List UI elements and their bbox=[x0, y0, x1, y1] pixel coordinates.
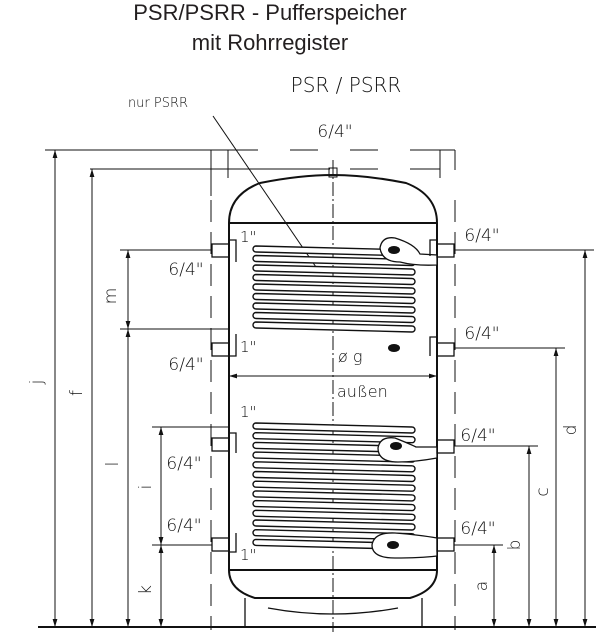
left-nozzles bbox=[211, 243, 230, 552]
dimension-j-label: j bbox=[27, 380, 47, 386]
coil-connection-label: 1" bbox=[240, 546, 256, 564]
coil-loop bbox=[252, 422, 416, 434]
dimension-k-label: k bbox=[136, 585, 156, 595]
title-line-1: PSR/PSRR - Pufferspeicher bbox=[133, 0, 407, 25]
coil-loop bbox=[252, 283, 416, 295]
coil-loop bbox=[252, 509, 416, 522]
dimension-c-label: c bbox=[533, 487, 553, 496]
right-connection-label: 6/4" bbox=[460, 426, 495, 446]
dimension-a-label: a bbox=[472, 581, 492, 591]
dimension-i-label: i bbox=[136, 485, 156, 490]
top-reference-lines bbox=[45, 149, 456, 196]
dimension-d-label: d bbox=[561, 425, 581, 436]
drawing-subtitle: PSR / PSRR bbox=[291, 73, 402, 97]
insulation-outline bbox=[210, 200, 456, 630]
note-leader-line bbox=[212, 115, 319, 271]
top-connection-label: 6/4" bbox=[317, 122, 352, 142]
note-nur-psrr: nur PSRR bbox=[128, 96, 188, 111]
coil-loop bbox=[252, 264, 416, 276]
coil-connection-label: 1" bbox=[240, 338, 256, 356]
coil-loop bbox=[252, 273, 416, 286]
right-dimensions bbox=[454, 249, 594, 627]
right-nozzles bbox=[436, 243, 455, 552]
right-connection-label: 6/4" bbox=[464, 324, 499, 344]
dimension-f-label: f bbox=[67, 390, 87, 396]
flange-lower-bottom bbox=[371, 532, 438, 559]
diameter-label: ø g bbox=[338, 347, 362, 366]
lower-heat-exchanger-coil bbox=[252, 422, 416, 551]
coil-loop bbox=[252, 499, 416, 512]
coil-connection-label: 1" bbox=[240, 228, 256, 246]
upper-heat-exchanger-coil bbox=[252, 245, 416, 333]
right-connection-label: 6/4" bbox=[464, 226, 499, 246]
coil-loop bbox=[252, 480, 416, 492]
right-connection-label: 6/4" bbox=[460, 519, 495, 539]
coil-loop bbox=[252, 490, 416, 502]
coil-loop bbox=[252, 470, 416, 483]
left-connection-label: 6/4" bbox=[168, 355, 203, 375]
coil-loop bbox=[252, 292, 416, 305]
dimension-b-label: b bbox=[505, 540, 525, 551]
dimension-l-label: l bbox=[103, 462, 123, 467]
coil-loop bbox=[252, 302, 416, 314]
diameter-note: außen bbox=[337, 382, 388, 401]
left-dimensions bbox=[52, 150, 229, 627]
coil-loop bbox=[252, 311, 416, 324]
tank-body bbox=[228, 173, 438, 599]
title-line-2: mit Rohrregister bbox=[191, 30, 349, 55]
left-connection-label: 6/4" bbox=[166, 516, 201, 536]
coil-loop bbox=[252, 431, 416, 444]
dimension-m-label: m bbox=[101, 288, 121, 305]
coil-loop bbox=[252, 461, 416, 473]
coil-loop bbox=[252, 321, 416, 333]
left-connection-label: 6/4" bbox=[166, 454, 201, 474]
coil-brackets bbox=[229, 239, 437, 553]
coil-connection-label: 1" bbox=[240, 403, 256, 421]
sensor-glands bbox=[387, 246, 402, 549]
left-connection-label: 6/4" bbox=[168, 260, 203, 280]
coil-loop bbox=[252, 519, 416, 531]
